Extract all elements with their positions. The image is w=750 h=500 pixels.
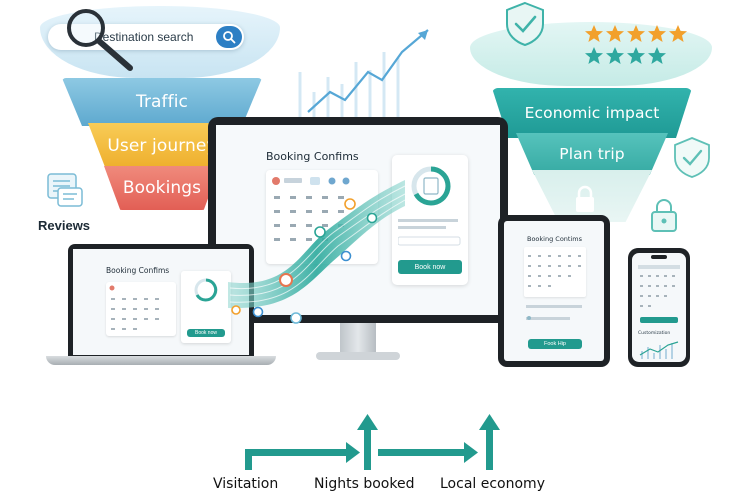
phone-notch	[651, 255, 667, 259]
laptop-title: Booking Confims	[106, 266, 170, 275]
tablet: Booking Contims Fook Hip	[498, 215, 610, 367]
flow-arrow-head	[464, 442, 478, 463]
laptop-calendar	[106, 282, 176, 336]
phone-customization-label: Customization	[638, 331, 671, 336]
funnel-stage-bookings: Bookings	[104, 166, 220, 210]
flow-arrow-shaft	[378, 449, 466, 456]
calendar-grid	[109, 285, 159, 330]
monitor-confirmation-card: Book now	[392, 155, 468, 285]
growth-chart-icon	[298, 29, 429, 117]
rating-stars-teal	[584, 46, 694, 71]
rating-stars-orange	[584, 24, 694, 49]
calendar-grid	[528, 255, 581, 287]
review-document-icon	[47, 173, 83, 207]
laptop-base	[46, 356, 276, 365]
confirmation-detail-lines	[398, 219, 461, 246]
tablet-title: Booking Contims	[527, 235, 583, 243]
flow-up-arrow-head	[357, 414, 378, 430]
phone-mini-chart	[639, 341, 679, 359]
tablet-book-trip-button[interactable]: Fook Hip	[528, 339, 582, 349]
flow-connector	[245, 450, 252, 470]
search-placeholder: Destination search	[94, 30, 194, 44]
lock-icon	[576, 185, 594, 212]
shield-check-icon	[674, 137, 710, 178]
flow-up-shaft	[364, 428, 371, 470]
laptop: Booking Confims Book now	[68, 244, 254, 357]
monitor-title: Booking Confims	[266, 150, 359, 163]
flow-up-arrow-head	[479, 414, 500, 430]
flow-step-visitation: Visitation	[213, 476, 279, 492]
star-row-icon	[585, 25, 687, 42]
flow-arrows	[245, 414, 500, 470]
tablet-detail-lines	[526, 305, 582, 320]
lock-icon	[651, 199, 677, 232]
reviews-label: Reviews	[38, 218, 91, 233]
tablet-calendar	[524, 247, 586, 297]
funnel-stage-economic-impact: Economic impact	[492, 88, 692, 138]
laptop-screen: Booking Confims Book now	[73, 249, 249, 355]
star-row-icon	[585, 47, 666, 64]
calendar-grid	[272, 177, 350, 241]
laptop-book-now-button[interactable]: Book now	[187, 329, 225, 337]
flow-step-nights-booked: Nights booked	[314, 476, 415, 492]
funnel-stage-plan-trip: Plan trip	[516, 133, 668, 175]
search-icon	[223, 31, 236, 44]
confirmation-ring-icon	[411, 166, 451, 206]
phone-action-button[interactable]	[640, 317, 678, 323]
monitor-stand	[340, 323, 376, 353]
monitor-book-now-button[interactable]: Book now	[398, 260, 462, 274]
search-button[interactable]	[216, 26, 242, 48]
flow-step-local-economy: Local economy	[440, 476, 545, 492]
flow-arrow-shaft	[245, 449, 349, 456]
smartphone: Customization	[628, 248, 690, 367]
tablet-screen: Booking Contims Fook Hip	[504, 221, 604, 361]
flow-arrow-head	[346, 442, 360, 463]
monitor-base	[316, 352, 400, 360]
phone-screen: Customization	[632, 253, 686, 362]
flow-up-shaft	[486, 428, 493, 470]
stream-nodes	[231, 198, 378, 324]
magnifier-icon	[67, 9, 133, 71]
laptop-confirmation-card: Book now	[181, 271, 231, 343]
calendar-grid	[638, 265, 680, 307]
shield-check-icon	[506, 1, 544, 47]
confirmation-ring-icon	[194, 278, 218, 302]
